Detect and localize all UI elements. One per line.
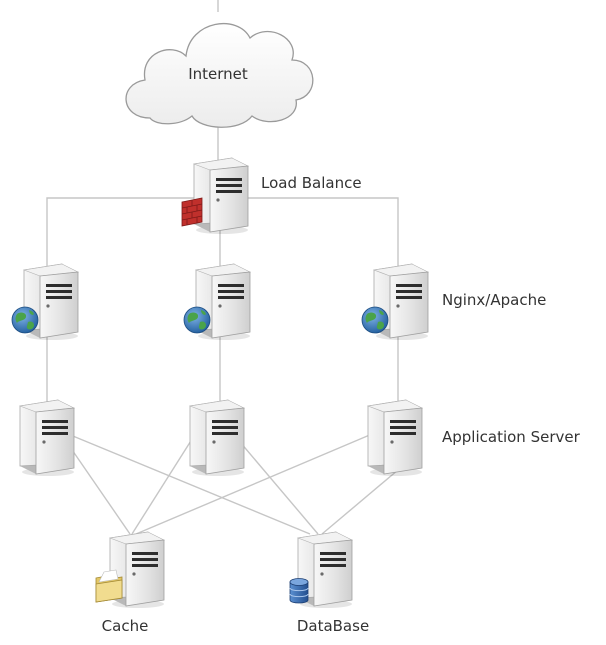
folder-icon	[95, 569, 123, 603]
link-app3-cache	[135, 433, 373, 535]
server-icon	[193, 157, 249, 235]
globe-icon	[361, 306, 389, 334]
server-icon	[189, 399, 245, 477]
globe-icon	[183, 306, 211, 334]
link-app2-cache	[131, 435, 195, 535]
globe-icon	[11, 306, 39, 334]
link-app1-db	[67, 433, 311, 535]
web-tier-label: Nginx/Apache	[442, 291, 546, 309]
app-server-1	[19, 399, 75, 477]
link-app1-cache	[67, 443, 131, 535]
cloud-icon	[125, 23, 314, 128]
database-icon	[289, 578, 309, 604]
load-balancer-node	[193, 157, 249, 235]
server-icon	[367, 399, 423, 477]
server-icon	[19, 399, 75, 477]
internet-label: Internet	[188, 65, 248, 83]
link-app2-db	[239, 441, 319, 535]
app-tier-label: Application Server	[442, 428, 581, 446]
cache-label: Cache	[102, 617, 149, 635]
load-balance-label: Load Balance	[261, 174, 362, 192]
link-app3-db	[321, 469, 399, 535]
database-label: DataBase	[297, 617, 369, 635]
app-server-2	[189, 399, 245, 477]
app-server-3	[367, 399, 423, 477]
firewall-icon	[181, 197, 203, 227]
